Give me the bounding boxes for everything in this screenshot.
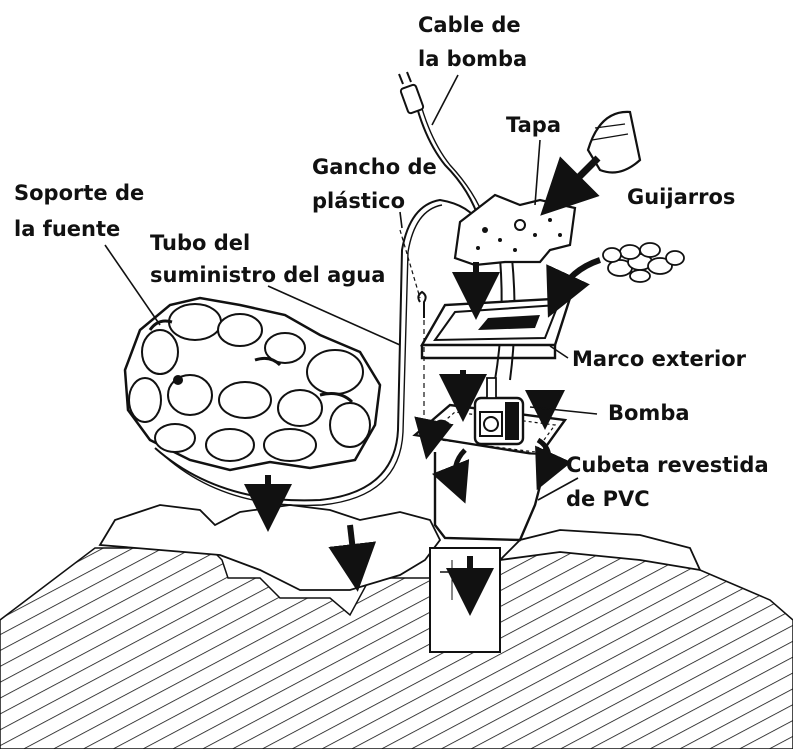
arrow-rock-to-ground-2	[328, 524, 377, 592]
outer-frame	[419, 296, 572, 360]
direction-arrows	[244, 155, 602, 616]
label-fountain-support: Soporte de	[14, 181, 144, 205]
basin-hole	[429, 547, 501, 653]
label-plastic-hook-2: plástico	[312, 189, 405, 213]
pebbles	[602, 242, 685, 283]
arrow-cup-to-lid	[540, 155, 601, 216]
label-basin-2: de PVC	[566, 487, 650, 511]
label-basin: Cubeta revestida	[566, 453, 769, 477]
arrow-pump-right	[524, 389, 565, 430]
plug-icon	[398, 71, 425, 115]
pump	[473, 377, 525, 446]
arrow-pebbles-to-frame	[546, 257, 602, 318]
label-plastic-hook: Gancho de	[312, 155, 437, 179]
label-pump-cable-2: la bomba	[418, 47, 527, 71]
leader-lines	[104, 74, 598, 501]
label-fountain-support-2: la fuente	[14, 217, 120, 241]
cup-icon	[586, 110, 642, 174]
rock-fountain-support	[123, 296, 382, 472]
label-lid: Tapa	[506, 113, 561, 137]
arrow-basin-right	[535, 437, 572, 491]
arrow-basin-left	[432, 448, 470, 504]
label-pump: Bomba	[608, 401, 690, 425]
arrow-pump-left	[414, 416, 454, 460]
ground	[0, 504, 793, 749]
labels: Cable de la bomba Tapa Gancho de plástic…	[14, 13, 769, 511]
label-pump-cable: Cable de	[418, 13, 521, 37]
label-pebbles: Guijarros	[627, 185, 735, 209]
label-water-tube: Tubo del	[150, 231, 250, 255]
label-water-tube-2: suministro del agua	[150, 263, 385, 287]
label-outer-frame: Marco exterior	[572, 347, 747, 371]
